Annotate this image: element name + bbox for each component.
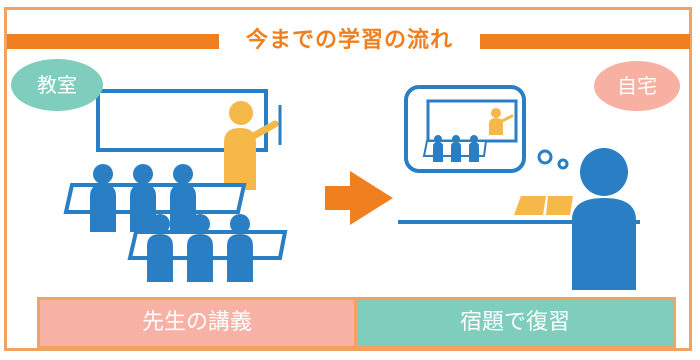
diagram-frame xyxy=(4,7,692,351)
teacher-icon xyxy=(224,101,279,190)
title-bar-left xyxy=(7,34,219,49)
student-icon xyxy=(187,214,213,282)
title-bar-right xyxy=(480,34,690,49)
homework-label: 宿題で復習 xyxy=(357,297,676,349)
students-front-row xyxy=(147,214,253,282)
student-icon xyxy=(130,164,156,232)
home-bubble: 自宅 xyxy=(594,61,680,111)
tablet-icon xyxy=(422,108,514,162)
lecture-label: 先生の講義 xyxy=(37,297,357,349)
student-icon xyxy=(147,214,173,282)
students-back-row xyxy=(90,164,196,232)
classroom-bubble: 教室 xyxy=(11,59,103,111)
student-icon xyxy=(170,164,196,232)
diagram-title: 今までの学習の流れ xyxy=(245,28,453,53)
student-icon xyxy=(227,214,253,282)
arrow-right-icon xyxy=(325,171,393,225)
student-icon xyxy=(90,164,116,232)
book-icon xyxy=(514,196,573,215)
thought-bubble-icon xyxy=(404,85,569,173)
home-student-icon xyxy=(572,148,636,290)
